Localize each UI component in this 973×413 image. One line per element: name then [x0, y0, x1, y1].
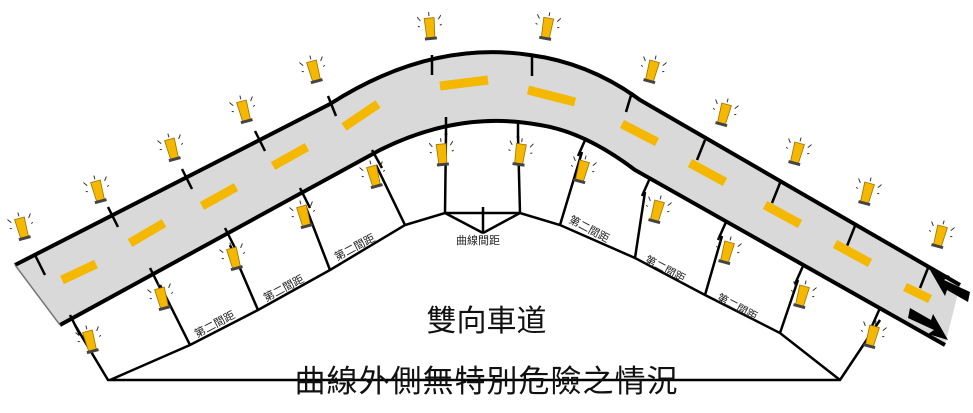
direction-arrows	[908, 270, 970, 340]
warning-light-icon	[82, 172, 114, 207]
warning-light-icon	[416, 11, 444, 42]
road-outer-edge	[14, 50, 962, 287]
warning-light-icon	[156, 130, 188, 165]
lane-markings	[60, 75, 932, 304]
warning-light-icon	[288, 197, 320, 232]
segment-label: 第二間距	[643, 252, 688, 285]
arrow-left-icon	[930, 270, 970, 302]
segment-label: 第二間距	[567, 212, 612, 245]
warning-light-icon	[6, 209, 38, 244]
warning-light-icon	[636, 52, 668, 87]
road-start-edge	[14, 264, 61, 326]
warning-light-icon	[505, 136, 535, 169]
warning-light-icon	[781, 134, 813, 169]
warning-light-icon	[708, 95, 740, 130]
road-surface	[15, 52, 960, 346]
warning-light-icon	[641, 192, 673, 227]
road-inner-edge	[59, 118, 946, 347]
road-cross-ticks	[33, 55, 930, 336]
diagram-title: 雙向車道	[426, 304, 547, 339]
curve-spacing-label: 曲線間距	[456, 233, 500, 247]
warning-light-icon	[566, 152, 598, 187]
warning-light-icon	[532, 10, 562, 43]
warning-light-icon	[298, 52, 330, 87]
warning-light-icon	[924, 217, 956, 252]
warning-light-icon	[711, 233, 743, 268]
warning-light-icon	[851, 174, 883, 209]
diagram-subtitle: 曲線外側無特別危險之情況	[294, 364, 679, 400]
arrow-right-icon	[908, 308, 948, 340]
warning-light-icon	[228, 92, 260, 127]
warning-light-icon	[428, 137, 456, 168]
